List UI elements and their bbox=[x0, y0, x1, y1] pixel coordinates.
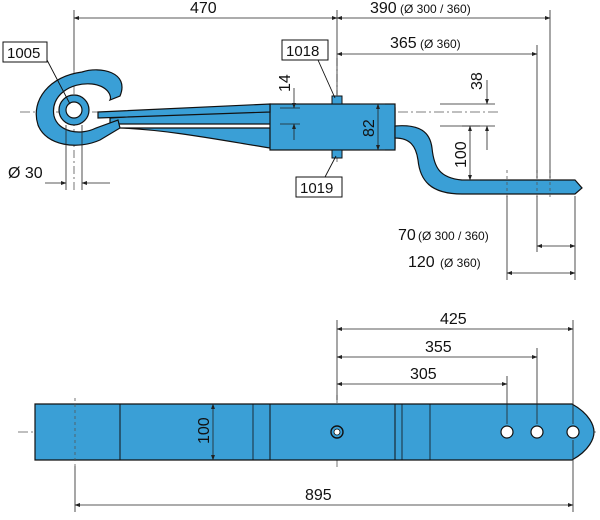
dim-70-note: (Ø 300 / 360) bbox=[418, 229, 489, 243]
side-view: 470 390 (Ø 300 / 360) 365 (Ø 360) 14 82 … bbox=[2, 0, 583, 280]
end-hole-1 bbox=[500, 425, 514, 439]
end-hole-2 bbox=[530, 425, 544, 439]
dim-355-label: 355 bbox=[425, 339, 452, 356]
dim-425-label: 425 bbox=[440, 311, 467, 328]
top-plate-stud bbox=[331, 95, 343, 105]
dim-82-label: 82 bbox=[361, 119, 378, 137]
bottom-plate-stud bbox=[331, 149, 343, 159]
part-tag-1005-box bbox=[2, 41, 48, 63]
dim-120-note: (Ø 360) bbox=[440, 256, 481, 270]
dim-120-label: 120 bbox=[408, 254, 435, 271]
top-leaf bbox=[97, 103, 271, 119]
dim-895-label: 895 bbox=[305, 487, 332, 504]
top-view: 425 355 305 100 895 bbox=[18, 311, 596, 512]
dim-365-note: (Ø 360) bbox=[420, 37, 461, 51]
part-tag-1018: 1018 bbox=[286, 43, 319, 60]
dim-365-label: 365 bbox=[390, 35, 417, 52]
dim-eye-diameter-label: Ø 30 bbox=[8, 165, 43, 182]
top-leaf-body bbox=[34, 403, 595, 461]
part-tag-1018-leader bbox=[317, 59, 336, 99]
dim-38-label: 38 bbox=[469, 72, 486, 90]
end-hole-3 bbox=[566, 425, 580, 439]
center-bolt-hole-inner bbox=[333, 428, 341, 436]
part-tag-1019-leader bbox=[324, 155, 337, 178]
dim-70-label: 70 bbox=[398, 227, 416, 244]
dim-470-label: 470 bbox=[190, 0, 217, 17]
dim-14-label: 14 bbox=[277, 74, 294, 92]
wrapped-eye bbox=[35, 69, 123, 146]
eye-bushing-inner bbox=[65, 101, 83, 119]
cranked-leaf-end bbox=[394, 125, 583, 195]
part-tag-1005-leader bbox=[46, 59, 71, 105]
part-tag-1019: 1019 bbox=[300, 180, 333, 197]
dim-100-width-label: 100 bbox=[196, 417, 213, 444]
part-tag-1018-box bbox=[281, 39, 329, 61]
part-tag-1005: 1005 bbox=[7, 45, 40, 62]
dim-100-side-label: 100 bbox=[453, 141, 470, 168]
dim-305-label: 305 bbox=[410, 366, 437, 383]
dim-390-note: (Ø 300 / 360) bbox=[400, 2, 471, 16]
part-tag-1019-box bbox=[295, 176, 343, 198]
dim-390-label: 390 bbox=[370, 0, 397, 17]
